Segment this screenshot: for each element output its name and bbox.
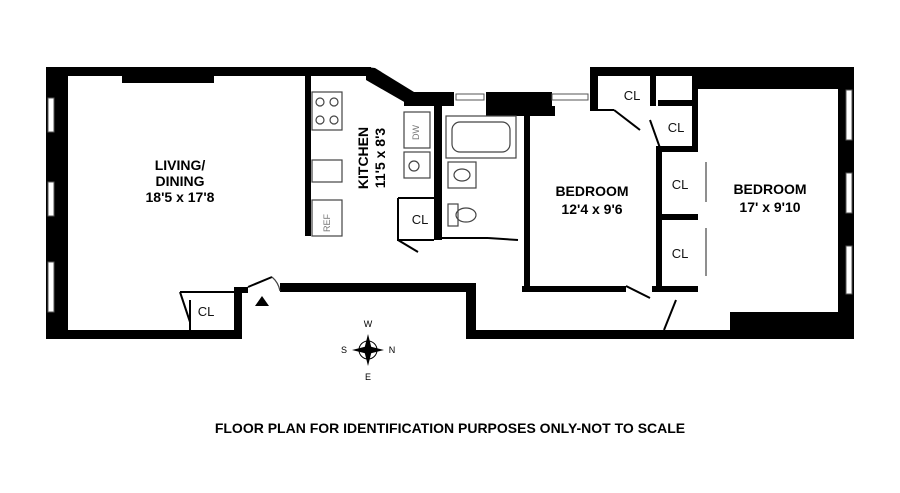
svg-text:KITCHEN: KITCHEN [355, 127, 371, 189]
doors [179, 109, 677, 331]
svg-text:BEDROOM: BEDROOM [555, 183, 628, 199]
svg-text:12'4 x 9'6: 12'4 x 9'6 [561, 201, 622, 217]
dishwasher-icon [403, 111, 431, 149]
stove-icon [311, 91, 343, 131]
compass-n: N [389, 345, 396, 355]
svg-text:BEDROOM: BEDROOM [733, 181, 806, 197]
kitchen-fixtures [311, 91, 431, 237]
entry-arrow-icon [255, 296, 269, 306]
closet-label-bedroom-upper: CL [672, 177, 689, 192]
fridge-icon [311, 199, 343, 237]
compass-w: W [364, 319, 373, 329]
compass-icon: W E S N [341, 319, 395, 382]
compass-e: E [365, 372, 371, 382]
kitchen-sink-icon [403, 151, 431, 179]
toilet-icon [455, 207, 477, 223]
bedroom-1-label: BEDROOM 12'4 x 9'6 [555, 183, 628, 217]
disclaimer-caption: FLOOR PLAN FOR IDENTIFICATION PURPOSES O… [214, 420, 686, 436]
interior-walls [180, 76, 698, 330]
svg-text:LIVING/: LIVING/ [155, 157, 206, 173]
dishwasher-label: DW [411, 125, 421, 140]
svg-text:17' x 9'10: 17' x 9'10 [739, 199, 800, 215]
svg-text:11'5 x 8'3: 11'5 x 8'3 [372, 128, 388, 189]
svg-text:DINING: DINING [156, 173, 205, 189]
bath-fixtures [445, 115, 517, 227]
compass-s: S [341, 345, 347, 355]
bathtub-icon [445, 115, 517, 159]
closet-label-bedroom-lower: CL [672, 246, 689, 261]
closet-label-living: CL [198, 304, 215, 319]
closet-label-kitchen: CL [412, 212, 429, 227]
kitchen-label: KITCHEN 11'5 x 8'3 [355, 127, 388, 189]
outer-walls [46, 67, 854, 339]
living-dining-label: LIVING/ DINING 18'5 x 17'8 [146, 157, 215, 205]
bath-sink-icon [447, 161, 477, 189]
svg-text:18'5 x 17'8: 18'5 x 17'8 [146, 189, 215, 205]
closet-label-top-right: CL [668, 120, 685, 135]
bedroom-2-label: BEDROOM 17' x 9'10 [733, 181, 806, 215]
fridge-label: REF [322, 213, 332, 232]
closet-label-top-middle: CL [624, 88, 641, 103]
